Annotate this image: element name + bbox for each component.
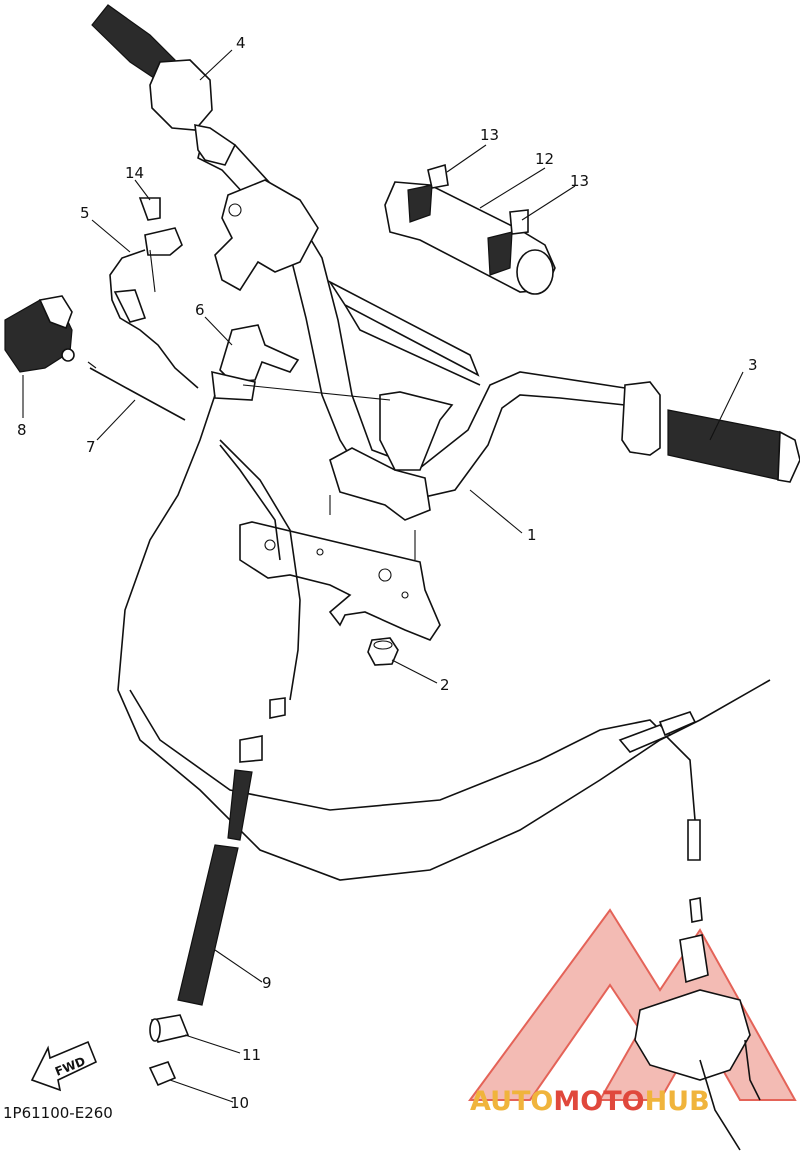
callout-13-right: 13 — [570, 172, 589, 190]
grip-cover — [384, 163, 556, 295]
callout-12: 12 — [535, 150, 554, 168]
callout-3: 3 — [748, 356, 758, 374]
watermark-brand-hub: HUB — [645, 1086, 710, 1117]
diagram-code: 1P61100-E260 — [3, 1104, 113, 1122]
throttle-spring — [177, 769, 253, 1006]
fwd-arrow: FWD — [30, 1040, 98, 1092]
handlebar — [197, 128, 626, 499]
watermark-brand-moto: MOTO — [553, 1086, 644, 1117]
callouts: 1 2 3 4 5 6 7 8 9 10 11 12 13 13 14 — [17, 34, 758, 1112]
callout-7: 7 — [86, 438, 96, 456]
cable-cap — [149, 1014, 190, 1043]
leader-lines — [22, 49, 744, 1103]
svg-text:AUTOMOTOHUB: AUTOMOTOHUB — [470, 1086, 710, 1117]
callout-4: 4 — [236, 34, 246, 52]
callout-10: 10 — [230, 1094, 249, 1112]
callout-1: 1 — [527, 526, 537, 544]
nut — [367, 637, 399, 666]
watermark-logo — [468, 908, 797, 1101]
grip-left — [91, 4, 237, 166]
callout-11: 11 — [242, 1046, 261, 1064]
carburetor — [634, 897, 761, 1151]
cable-guide — [211, 324, 300, 401]
choke-lever — [109, 197, 199, 389]
under-bracket — [239, 521, 441, 641]
cable-adjuster — [148, 1061, 177, 1087]
grip-right — [621, 381, 800, 483]
watermark-text: AUTOMOTOHUB — [470, 1086, 710, 1117]
watermark-brand-auto: AUTO — [470, 1086, 553, 1117]
callout-6: 6 — [195, 301, 205, 319]
callout-5: 5 — [80, 204, 90, 222]
switch-assy — [4, 295, 75, 373]
callout-8: 8 — [17, 421, 27, 439]
callout-2: 2 — [440, 676, 450, 694]
callout-9: 9 — [262, 974, 272, 992]
handlebar-holder — [329, 391, 454, 560]
callout-13-top: 13 — [480, 126, 499, 144]
throttle-housing — [214, 179, 319, 292]
callout-14: 14 — [125, 164, 144, 182]
